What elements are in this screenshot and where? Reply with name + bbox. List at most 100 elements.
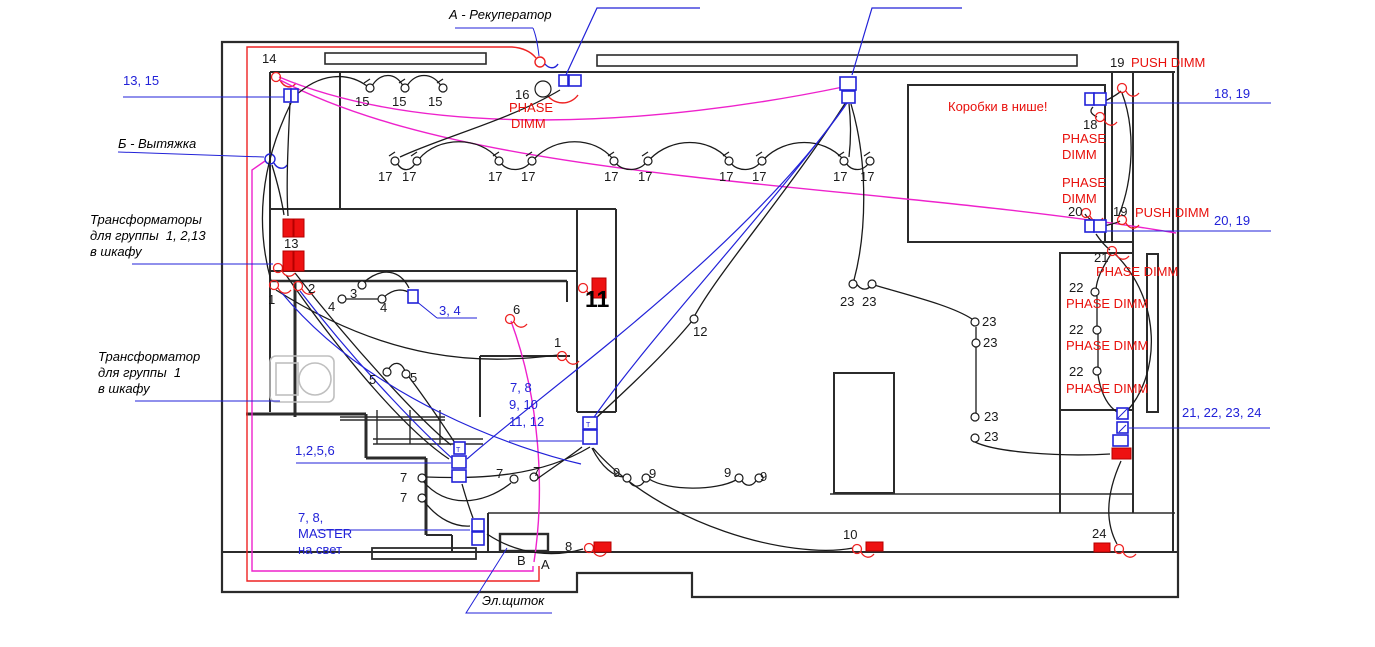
- callout-1256: 1,2,5,6: [295, 443, 335, 458]
- duct-exhaust-route: [251, 76, 1177, 572]
- num-19a: 19: [1110, 55, 1125, 70]
- num-17-8: 17: [752, 169, 767, 184]
- duct-mark-a: А: [541, 557, 550, 572]
- num-13: 13: [284, 236, 299, 251]
- num-22c: 22: [1069, 364, 1084, 379]
- num-9a: 9: [613, 465, 621, 480]
- num-9c: 9: [724, 465, 732, 480]
- wires-blue: [280, 7, 962, 465]
- callout-transformer-2: для группы 1: [98, 365, 182, 380]
- callout-3-4: 3, 4: [439, 303, 461, 318]
- num-22b: 22: [1069, 322, 1084, 337]
- num-15-2: 15: [392, 94, 407, 109]
- note-phase-18a: PHASE: [1062, 131, 1107, 146]
- num-5a: 5: [369, 372, 377, 387]
- num-17-5: 17: [604, 169, 619, 184]
- note-phase-20b: DIMM: [1062, 191, 1097, 206]
- num-1a: 1: [268, 292, 276, 307]
- num-12: 12: [693, 324, 708, 339]
- callout-master-3: на свет: [298, 542, 343, 557]
- num-9b: 9: [649, 466, 657, 481]
- num-10: 10: [843, 527, 858, 542]
- duct-recuperator-route: [246, 46, 579, 582]
- num-7b: 7: [400, 490, 408, 505]
- note-push-dimm-1: PUSH DIMM: [1131, 55, 1206, 70]
- num-23d: 23: [983, 335, 998, 350]
- num-8: 8: [565, 539, 573, 554]
- num-20: 20: [1068, 204, 1083, 219]
- note-phase-21: PHASE DIMM: [1096, 264, 1179, 279]
- note-phase-22a: PHASE DIMM: [1066, 296, 1149, 311]
- num-17-9: 17: [833, 169, 848, 184]
- num-19b: 19: [1113, 204, 1128, 219]
- note-phase-22c: PHASE DIMM: [1066, 381, 1149, 396]
- note-boxes-niche: Коробки в нише!: [948, 99, 1048, 114]
- note-push-dimm-2: PUSH DIMM: [1135, 205, 1210, 220]
- num-17-3: 17: [488, 169, 503, 184]
- callout-18-19: 18, 19: [1214, 86, 1251, 101]
- num-6: 6: [513, 302, 521, 317]
- callout-781112-1: 7, 8: [510, 380, 532, 395]
- num-14: 14: [262, 51, 277, 66]
- num-18: 18: [1083, 117, 1098, 132]
- num-9d: 9: [760, 469, 768, 484]
- duct-mark-v: В: [517, 553, 526, 568]
- note-phase-22b: PHASE DIMM: [1066, 338, 1149, 353]
- walls-layer: [220, 40, 1180, 599]
- connector-t-mark-1: Т: [456, 447, 461, 454]
- num-11: 11: [585, 286, 610, 312]
- callout-20-19: 20, 19: [1214, 213, 1251, 228]
- callout-781112-3: 11, 12: [509, 414, 545, 429]
- wires-black: [261, 74, 1152, 555]
- callout-781112-2: 9, 10: [509, 397, 538, 412]
- callout-21222324: 21, 22, 23, 24: [1182, 405, 1262, 420]
- num-17-2: 17: [402, 169, 417, 184]
- num-3: 3: [350, 286, 358, 301]
- switch-symbols: [268, 71, 1140, 558]
- callout-recuperator: А - Рекуператор: [449, 7, 552, 22]
- num-2: 2: [308, 281, 316, 296]
- callout-transformer-3: в шкафу: [98, 381, 150, 396]
- num-21: 21: [1094, 250, 1109, 265]
- num-23f: 23: [984, 429, 999, 444]
- num-7a: 7: [400, 470, 408, 485]
- note-phase-18b: DIMM: [1062, 147, 1097, 162]
- callout-leader-lines: [117, 27, 1271, 614]
- num-23a: 23: [840, 294, 855, 309]
- num-17-6: 17: [638, 169, 653, 184]
- num-4b: 4: [380, 300, 388, 315]
- stairs: [340, 410, 483, 445]
- num-7c: 7: [496, 466, 504, 481]
- lamp-points: [337, 78, 1102, 503]
- callout-13-15: 13, 15: [123, 73, 160, 88]
- num-5b: 5: [410, 370, 418, 385]
- num-22a: 22: [1069, 280, 1084, 295]
- note-phase-16a: PHASE: [509, 100, 554, 115]
- num-16: 16: [515, 87, 530, 102]
- num-24: 24: [1092, 526, 1107, 541]
- callout-exhaust: Б - Вытяжка: [118, 136, 197, 151]
- num-17-1: 17: [378, 169, 393, 184]
- num-15-3: 15: [428, 94, 443, 109]
- callout-master-2: MASTER: [298, 526, 353, 541]
- num-23c: 23: [982, 314, 997, 329]
- callout-master-1: 7, 8,: [298, 510, 324, 525]
- num-23b: 23: [862, 294, 877, 309]
- connector-t-mark-2: Т: [586, 422, 591, 429]
- callout-panel: Эл.щиток: [482, 593, 545, 608]
- num-15-1: 15: [355, 94, 370, 109]
- exhaust-point-b: [264, 63, 559, 169]
- note-phase-16b: DIMM: [511, 116, 546, 131]
- num-4a: 4: [328, 299, 336, 314]
- note-phase-20a: PHASE: [1062, 175, 1107, 190]
- callout-transformer-1: Трансформатор: [98, 349, 201, 364]
- blue-junction-boxes: [283, 74, 1129, 546]
- num-17-10: 17: [860, 169, 875, 184]
- num-1b: 1: [554, 335, 562, 350]
- washing-machine-icon: [269, 355, 335, 403]
- num-17-4: 17: [521, 169, 536, 184]
- callout-transformers-1: Трансформаторы: [90, 212, 202, 227]
- callout-transformers-3: в шкафу: [90, 244, 142, 259]
